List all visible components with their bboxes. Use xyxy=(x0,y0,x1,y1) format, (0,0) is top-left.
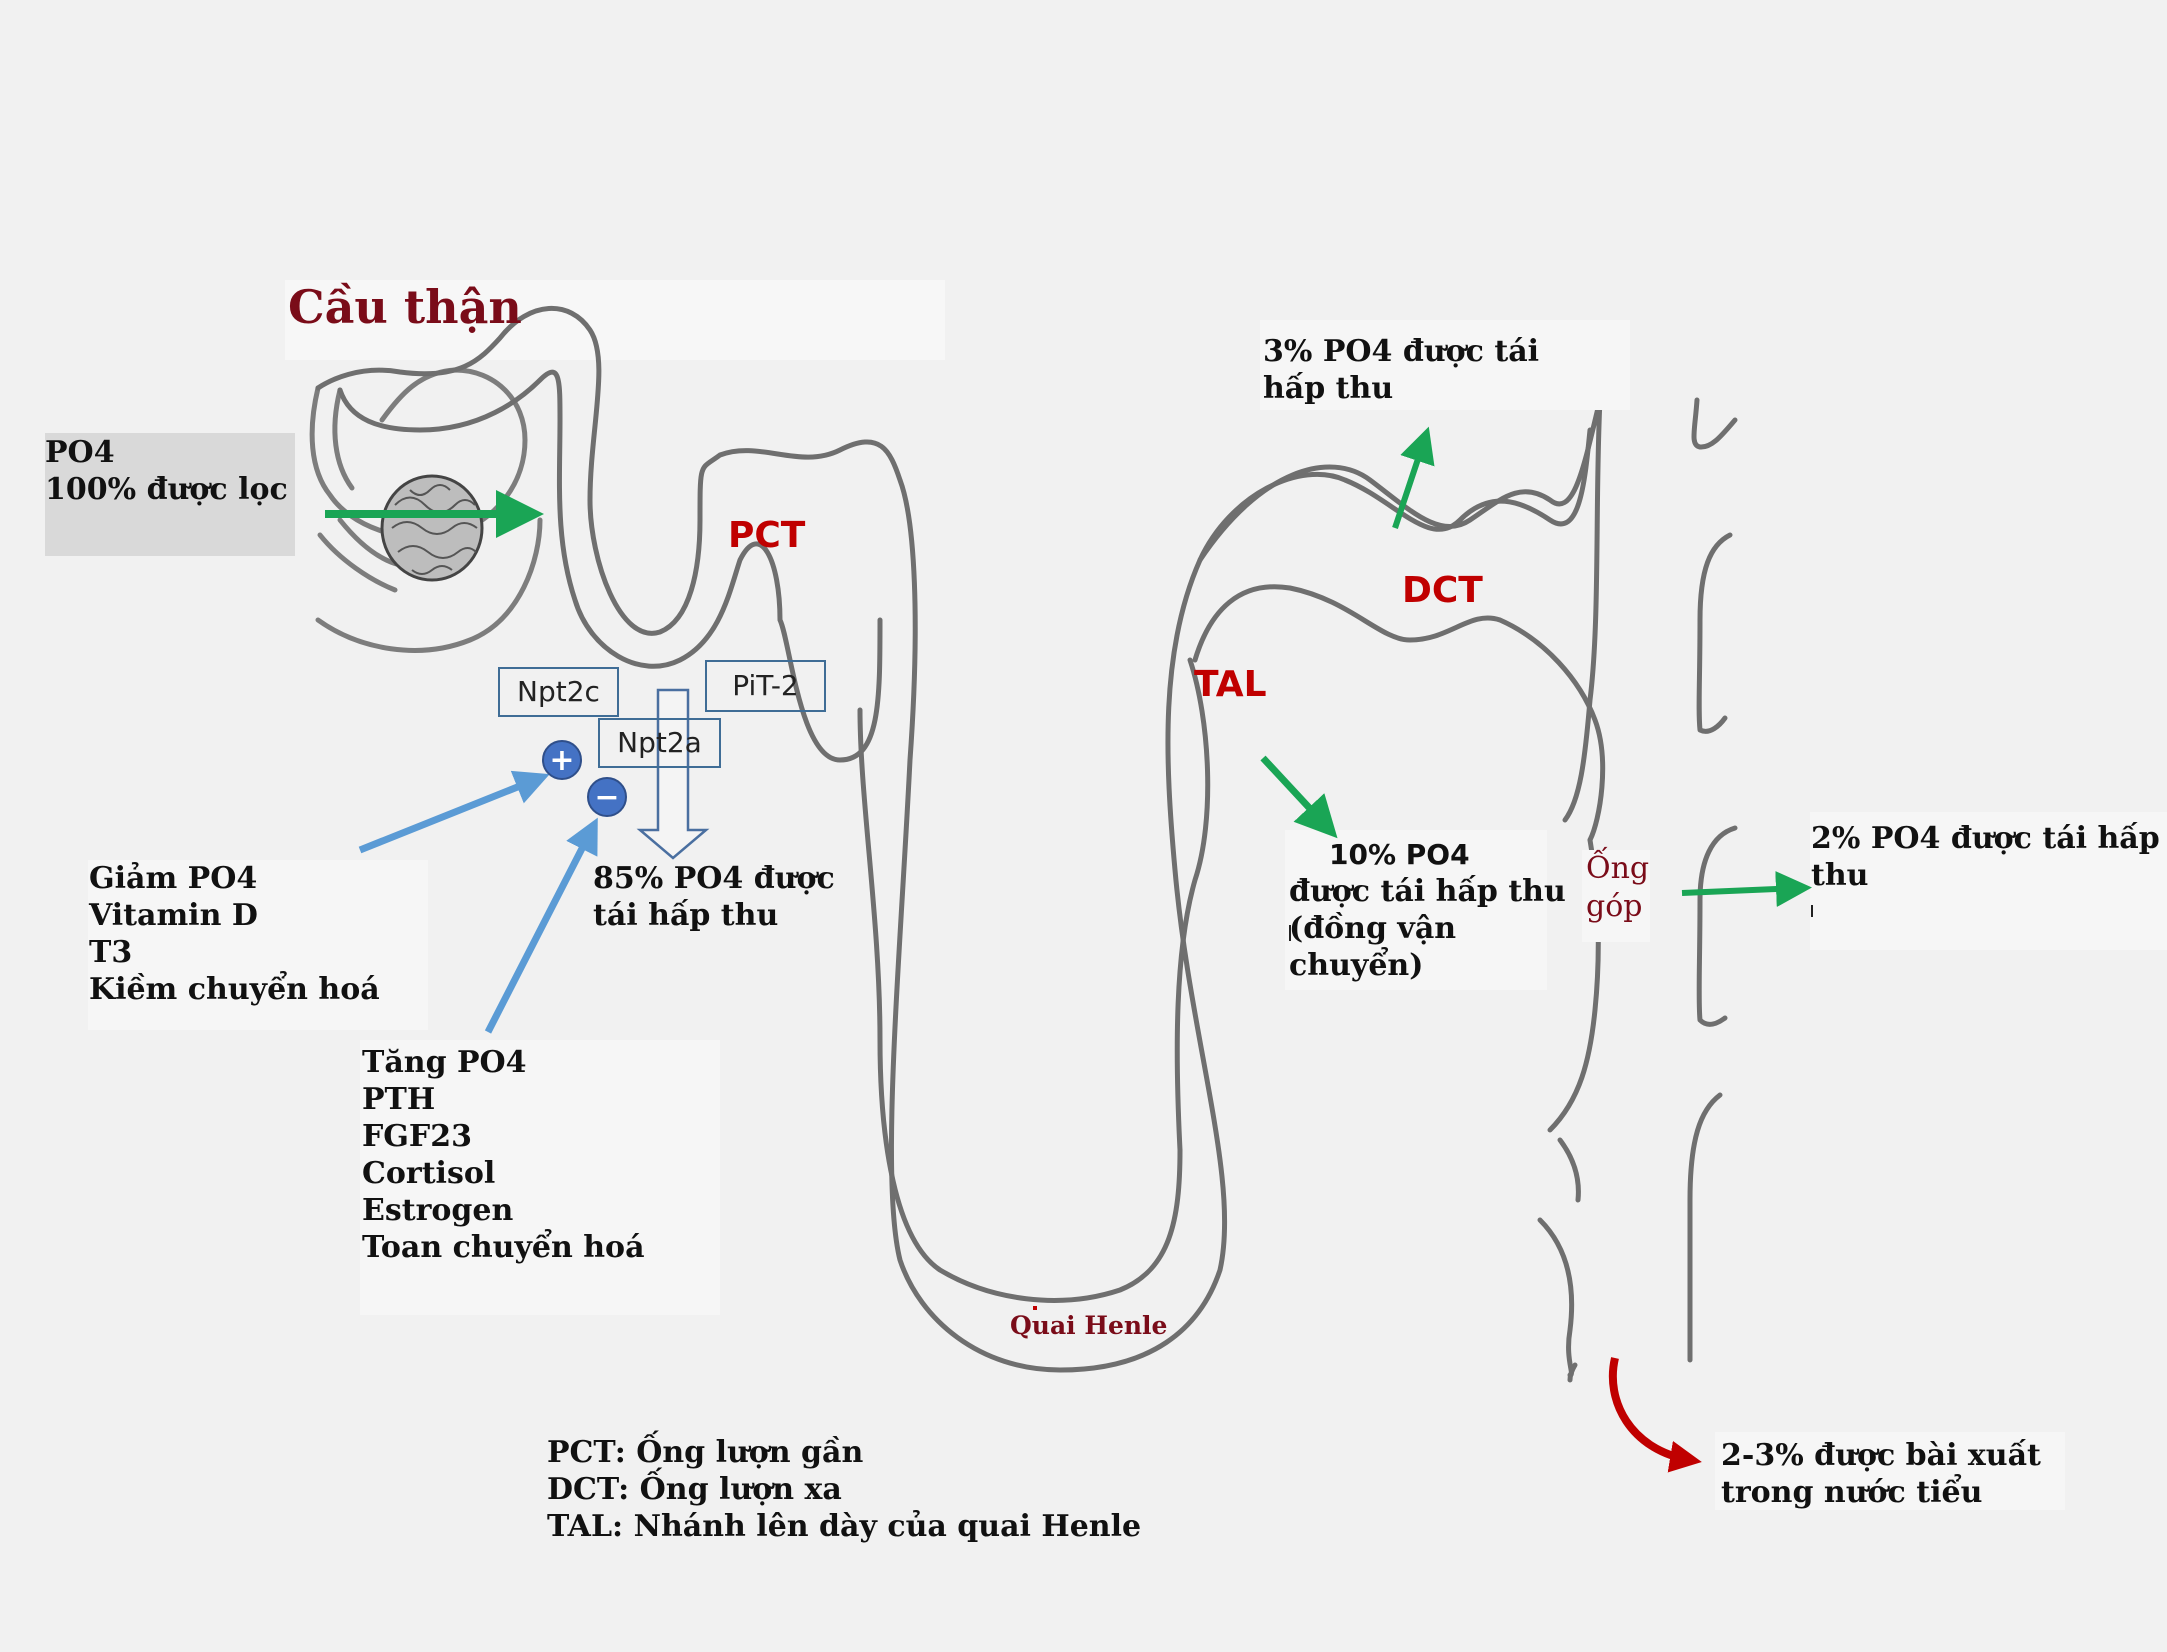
decrease-factor-item: FGF23 xyxy=(362,1119,472,1154)
legend-item: PCT: Ống lượn gần xyxy=(547,1435,864,1470)
increase-factor-item: Kiềm chuyển hoá xyxy=(89,972,380,1007)
collecting-mark xyxy=(1811,905,1813,917)
inhibition-arrow-icon xyxy=(484,817,598,1034)
minus-sign: − xyxy=(594,780,619,815)
decrease-factor-item: PTH xyxy=(362,1082,436,1117)
filtered-label: PO4 100% được lọc xyxy=(45,434,288,508)
tubule xyxy=(315,306,1606,1373)
tal-mark xyxy=(1289,925,1291,941)
tal-reabsorption-line3: (đồng vận xyxy=(1289,911,1457,946)
transporter-npt2c: Npt2c xyxy=(498,667,619,717)
title-patch xyxy=(285,280,945,360)
dct-reabsorption-line2: hấp thu xyxy=(1263,371,1394,406)
tal-reabsorption-line4: chuyển) xyxy=(1289,948,1424,983)
tal-reabsorption-line1: 10% PO4 xyxy=(1329,838,1470,871)
transporter-npt2a: Npt2a xyxy=(598,718,721,768)
filtered-line2: 100% được lọc xyxy=(45,472,288,507)
abbreviation-legend: PCT: Ống lượn gần DCT: Ống lượn xa TAL: … xyxy=(547,1434,1141,1545)
collecting-reabsorption-line2: thu xyxy=(1811,858,1869,893)
segment-collecting: Ống góp xyxy=(1586,850,1649,926)
segment-tal: TAL xyxy=(1194,664,1267,705)
segment-pct: PCT xyxy=(728,515,806,556)
dct-reabsorption-line1: 3% PO4 được tái xyxy=(1263,334,1540,369)
tal-reabsorption-arrow-icon xyxy=(1260,755,1338,839)
curved-arrow-icon xyxy=(1608,1357,1702,1473)
decrease-factor-item: Tăng PO4 xyxy=(362,1045,527,1080)
decrease-patch xyxy=(360,1040,720,1315)
tal-patch xyxy=(1285,830,1547,990)
dct-reabsorption-arrow-icon xyxy=(1392,426,1435,529)
increase-factors-list: Giảm PO4 Vitamin D T3 Kiềm chuyển hoá xyxy=(89,860,380,1008)
collecting-line2: góp xyxy=(1586,889,1643,924)
ong-gop-patch xyxy=(1582,850,1650,942)
segment-loop: Quai Henle xyxy=(1010,1311,1168,1340)
legend-item: TAL: Nhánh lên dày của quai Henle xyxy=(547,1509,1142,1544)
decrease-factor-item: Toan chuyển hoá xyxy=(362,1230,645,1265)
decrease-factor-item: Estrogen xyxy=(362,1193,514,1228)
increase-patch xyxy=(88,860,428,1030)
transporter-pit2: PiT-2 xyxy=(705,660,826,712)
increase-factor-item: Giảm PO4 xyxy=(89,861,258,896)
down-hollow-arrow-icon xyxy=(636,688,710,860)
collecting-duct xyxy=(1537,397,1738,1383)
excretion-label: 2-3% được bài xuất trong nước tiểu xyxy=(1721,1437,2041,1511)
decrease-factors-list: Tăng PO4 PTH FGF23 Cortisol Estrogen Toa… xyxy=(362,1044,645,1266)
increase-factor-item: T3 xyxy=(89,935,133,970)
collecting-reabsorption-line1: 2% PO4 được tái hấp xyxy=(1811,821,2160,856)
pct-reabsorption-line1: 85% PO4 được xyxy=(593,861,835,896)
legend-item: DCT: Ống lượn xa xyxy=(547,1472,842,1507)
excretion-line1: 2-3% được bài xuất xyxy=(1721,1438,2041,1473)
collecting-patch xyxy=(1810,812,2167,950)
plus-sign: + xyxy=(549,743,574,778)
tal-reabsorption-label: 10% PO4 được tái hấp thu (đồng vận chuyể… xyxy=(1289,836,1566,984)
stimulation-arrow-icon xyxy=(358,770,550,854)
excretion-line2: trong nước tiểu xyxy=(1721,1475,1983,1510)
plus-icon xyxy=(542,740,582,780)
loop-mark xyxy=(1033,1306,1037,1310)
decrease-factor-item: Cortisol xyxy=(362,1156,496,1191)
collecting-reabsorption-label: 2% PO4 được tái hấp thu xyxy=(1811,820,2160,894)
dct-patch xyxy=(1260,320,1630,410)
tal-reabsorption-line2: được tái hấp thu xyxy=(1289,874,1566,909)
dct-reabsorption-label: 3% PO4 được tái hấp thu xyxy=(1263,333,1539,407)
pct-reabsorption-label: 85% PO4 được tái hấp thu xyxy=(593,860,835,934)
filtered-line1: PO4 xyxy=(45,435,115,470)
collecting-reabsorption-arrow-icon xyxy=(1681,871,1812,907)
glomerulus-capillaries xyxy=(380,474,484,582)
segment-dct: DCT xyxy=(1402,570,1483,611)
increase-factor-item: Vitamin D xyxy=(89,898,258,933)
excretion-patch xyxy=(1715,1432,2065,1510)
pct-reabsorption-line2: tái hấp thu xyxy=(593,898,779,933)
minus-icon xyxy=(587,777,627,817)
filtered-box xyxy=(45,433,295,556)
collecting-line1: Ống xyxy=(1586,851,1650,886)
diagram-title: Cầu thận xyxy=(288,280,522,334)
